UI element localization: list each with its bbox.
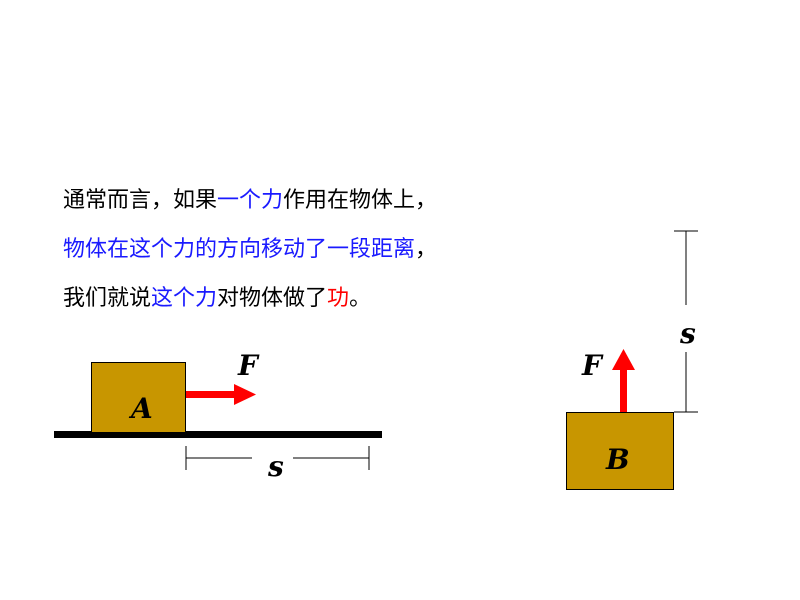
text-line-3: 我们就说这个力对物体做了功。 <box>63 284 371 314</box>
text-segment: 我们就说 <box>63 286 152 311</box>
text-line-1: 通常而言，如果一个力作用在物体上， <box>63 186 437 216</box>
ground-line <box>54 431 382 438</box>
force-label-vertical: F <box>582 349 602 382</box>
distance-label-horizontal: s <box>268 450 284 483</box>
horizontal-force-arrow <box>186 384 256 405</box>
block-b-label: B <box>606 443 630 476</box>
text-segment: 一个力 <box>217 188 284 213</box>
distance-label-vertical: s <box>680 317 696 350</box>
text-segment: 对物体做了 <box>217 286 328 311</box>
vertical-distance-marker <box>674 230 698 413</box>
vertical-force-arrow <box>612 349 635 412</box>
text-segment: 。 <box>349 286 372 311</box>
block-a-label: A <box>131 392 153 425</box>
text-segment: 通常而言，如果 <box>63 188 218 213</box>
horizontal-distance-marker <box>185 446 370 470</box>
force-label-horizontal: F <box>238 349 258 382</box>
block-a <box>91 362 186 433</box>
text-segment: 物体在这个力的方向移动了一段距离 <box>63 237 416 262</box>
text-segment: ， <box>415 237 438 262</box>
text-line-2: 物体在这个力的方向移动了一段距离， <box>63 235 437 265</box>
block-b <box>566 412 674 490</box>
text-segment: 功 <box>327 286 350 311</box>
text-segment: 作用在物体上， <box>283 188 438 213</box>
text-segment: 这个力 <box>151 286 218 311</box>
